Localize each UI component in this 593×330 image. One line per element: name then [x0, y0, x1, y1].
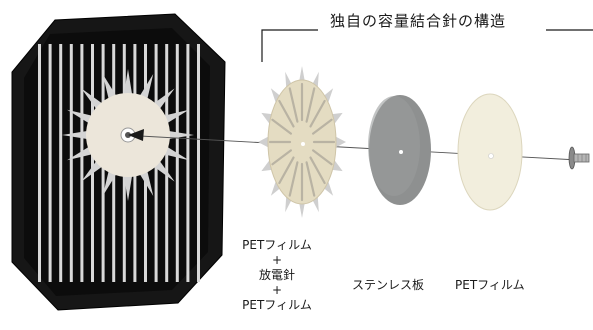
grille-bar: [80, 44, 84, 282]
needle-spike: [102, 168, 118, 196]
screw: [568, 146, 590, 170]
needle-spike: [123, 172, 133, 201]
needle-spike: [102, 74, 118, 102]
label-pet-needle-pet: PETフィルム + 放電針 + PETフィルム: [232, 238, 322, 313]
needle-spoke: [311, 149, 333, 166]
label-pet-bottom: PETフィルム: [242, 298, 312, 312]
label-pet-top: PETフィルム: [242, 238, 312, 252]
grille-bar: [197, 44, 200, 282]
grille-bar: [175, 44, 179, 282]
title-bracket: [261, 29, 593, 62]
needle-spike: [123, 69, 133, 98]
needle-spoke: [311, 118, 333, 135]
grille-bar: [186, 44, 190, 282]
assembled-unit: [11, 13, 226, 311]
needle-spoke: [305, 87, 316, 123]
grille-bar: [59, 44, 63, 282]
needle-spoke: [278, 156, 295, 185]
grille-bar: [165, 44, 169, 282]
needle-spoke: [309, 99, 326, 128]
needle-spike: [161, 145, 189, 161]
label-plus-2: +: [271, 283, 283, 297]
needle-spoke: [288, 161, 299, 197]
diagram-title: 独自の容量結合針の構造: [330, 12, 507, 30]
needle-spoke: [271, 149, 293, 166]
needle-spike: [165, 130, 194, 140]
axis-arrowhead: [128, 129, 144, 141]
needle-spike: [67, 145, 95, 161]
grille-bar: [48, 44, 52, 282]
needle-spikes-assembled: [62, 69, 194, 201]
label-needle: 放電針: [258, 268, 295, 282]
stainless-plate: [368, 95, 431, 205]
needle-spike: [138, 74, 154, 102]
pet-film: [457, 93, 523, 211]
label-plus-1: +: [271, 253, 283, 267]
needle-spike: [62, 130, 91, 140]
needle-spoke: [271, 118, 293, 135]
grille-bar: [91, 44, 94, 282]
needle-spike: [161, 109, 189, 125]
needle-spoke: [309, 156, 326, 185]
label-pet-film: PETフィルム: [455, 278, 525, 292]
needle-spoke: [278, 99, 295, 128]
needle-spoke: [288, 87, 299, 123]
needle-spoke: [305, 161, 316, 197]
needle-spokes: [268, 82, 336, 202]
needle-spike: [138, 168, 154, 196]
grille-bar: [38, 44, 41, 282]
needle-spike: [67, 109, 95, 125]
pet-needle-pet-layer: [258, 66, 346, 218]
label-stainless-plate: ステンレス板: [352, 278, 425, 292]
grille-bar: [69, 44, 73, 282]
